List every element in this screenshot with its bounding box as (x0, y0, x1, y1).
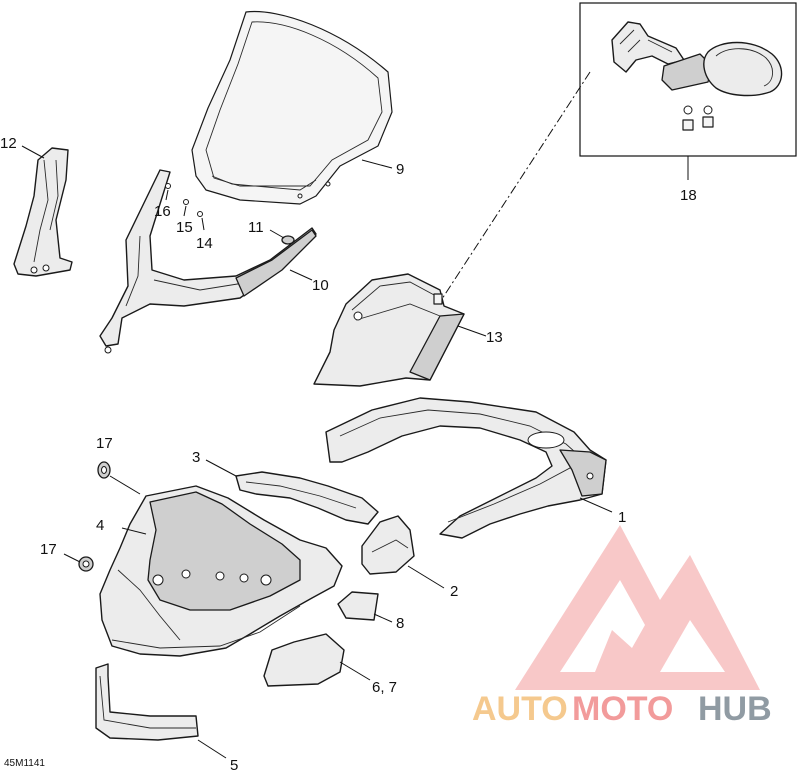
part-9-windshield (191, 10, 393, 205)
inset-screw-2 (703, 105, 713, 115)
inset-bolt-2 (702, 116, 714, 128)
part-10-windshield-trim (99, 169, 317, 354)
callout-2: 2 (450, 583, 458, 600)
callout-13: 13 (486, 329, 503, 346)
part-11-grommet (269, 229, 295, 245)
hardware-14-15-16 (165, 183, 205, 231)
watermark-triangle-cutout (560, 580, 645, 672)
part-4-front-nose (99, 475, 343, 657)
callout-16: 16 (154, 203, 171, 220)
watermark-triangle-logo (515, 525, 760, 690)
watermark-text: AUTO MOTO HUB (472, 690, 772, 728)
callout-labels: 1 2 3 4 5 6, 7 8 9 10 11 12 13 14 15 16 … (0, 135, 697, 771)
part-8-pad (337, 591, 393, 623)
part-3-inner-panel (205, 459, 379, 525)
part-6-7-pad (263, 633, 371, 687)
callout-3: 3 (192, 449, 200, 466)
mirror-housing (703, 41, 783, 97)
inset-bolt-1 (682, 119, 694, 131)
part-14-nut (197, 211, 203, 217)
watermark-hub: HUB (698, 690, 772, 728)
watermark-triangle-cutout-right (660, 620, 725, 672)
callout-17-upper: 17 (96, 435, 113, 452)
callout-5: 5 (230, 757, 238, 771)
callout-9: 9 (396, 161, 404, 178)
part-5-lower-cover (95, 663, 227, 759)
callout-18: 18 (680, 187, 697, 204)
callout-15: 15 (176, 219, 193, 236)
callout-6-7: 6, 7 (372, 679, 397, 696)
part-15-washer (183, 199, 189, 205)
part-12-side-bracket (13, 145, 73, 277)
figure-reference-code: 45M1141 (4, 758, 45, 769)
callout-4: 4 (96, 517, 104, 534)
callout-1: 1 (618, 509, 626, 526)
inset-screw-1 (683, 105, 693, 115)
watermark-auto: AUTO (472, 690, 568, 728)
callout-8: 8 (396, 615, 404, 632)
callout-11: 11 (248, 219, 264, 236)
part-2-insulator (361, 515, 445, 589)
callout-17-lower: 17 (40, 541, 57, 558)
mirror-mount (661, 53, 713, 91)
inset-reference-line (439, 71, 591, 303)
callout-10: 10 (312, 277, 329, 294)
callout-12: 12 (0, 135, 17, 152)
part-13-side-panel (313, 273, 487, 387)
watermark-moto: MOTO (572, 690, 673, 728)
part-17-grommets (63, 461, 111, 572)
callout-14: 14 (196, 235, 213, 252)
part-16-screw (165, 183, 171, 189)
inset-mirror-detail (579, 2, 797, 180)
part-1-upper-cowl (325, 397, 613, 539)
watermark-logo (515, 525, 760, 690)
